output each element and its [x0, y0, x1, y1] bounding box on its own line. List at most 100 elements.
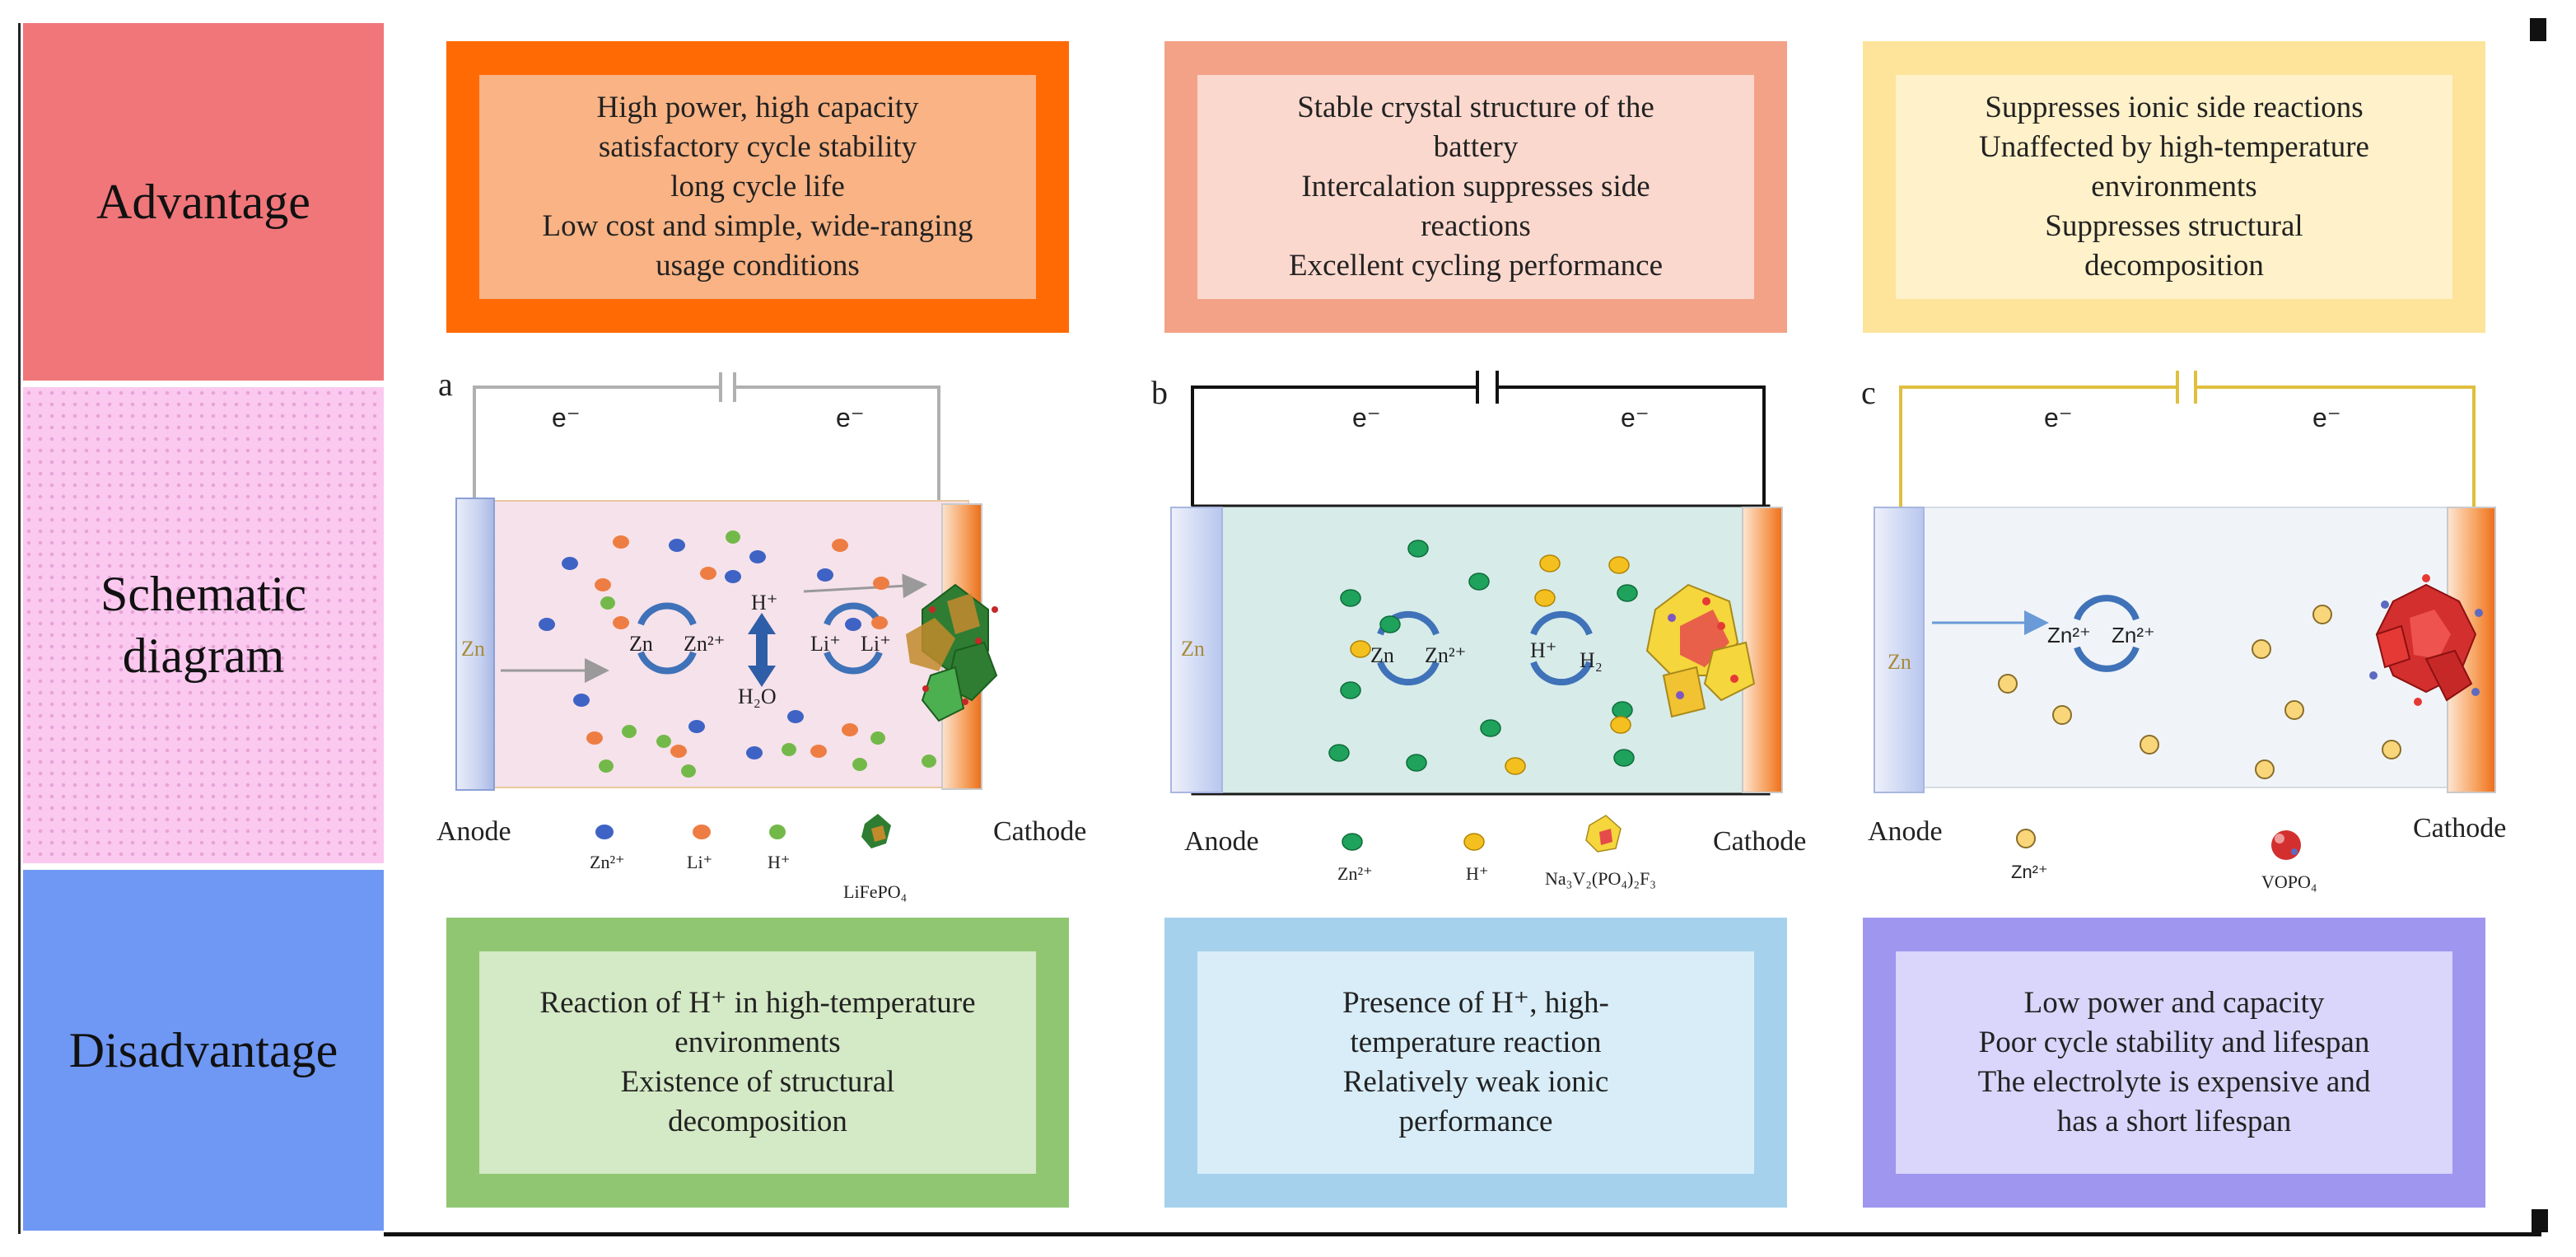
panel-a-electron-right: e⁻ — [836, 403, 865, 432]
panel-a-cycle-icon — [824, 602, 883, 675]
advantage-a-line: usage conditions — [656, 249, 860, 283]
schematic-label: Schematic diagram — [23, 387, 384, 863]
panel-a-legend-crystal-icon — [861, 814, 891, 848]
panel-b-reaction1-left: Zn — [1370, 643, 1394, 667]
panel-a-anode — [455, 498, 495, 791]
advantage-a-line: long cycle life — [670, 169, 845, 203]
disadvantage-b-line: Presence of H⁺, high- — [1342, 985, 1609, 1020]
advantage-box-c: Suppresses ionic side reactions Unaffect… — [1863, 41, 2485, 333]
panel-a-cathode-label: Cathode — [993, 816, 1086, 847]
corner-mark-top — [2530, 18, 2546, 41]
panel-c-anode-material: Zn — [1888, 650, 1911, 674]
panel-c-anode — [1874, 507, 1925, 793]
panel-c-legend-vopo4: VOPO₄ — [2261, 871, 2317, 892]
advantage-text-a: High power, high capacity satisfactory c… — [479, 75, 1036, 299]
panel-a-letter: a — [438, 366, 453, 403]
advantage-b-line: Excellent cycling performance — [1288, 249, 1664, 283]
left-frame-line — [18, 23, 21, 1234]
disadvantage-box-c: Low power and capacity Poor cycle stabil… — [1863, 918, 2485, 1208]
advantage-a-line: satisfactory cycle stability — [598, 129, 917, 164]
schematic-panel-a: a e⁻ e⁻ Zn Zn Zn²⁺ H⁺ H₂O Li⁺ Li⁺ — [436, 366, 1086, 902]
panel-b-anode — [1170, 507, 1223, 793]
disadvantage-a-line: Existence of structural — [620, 1065, 895, 1099]
panel-b-legend-zn-marker — [1342, 833, 1363, 851]
advantage-c-line: Suppresses structural — [2045, 209, 2303, 244]
panel-a-cycle-icon — [637, 602, 697, 675]
panel-c-legend-zn: Zn²⁺ — [2011, 862, 2048, 882]
disadvantage-a-line: Reaction of H⁺ in high-temperature — [539, 985, 976, 1020]
disadvantage-label: Disadvantage — [68, 1022, 338, 1077]
panel-c-reaction-right: Zn²⁺ — [2112, 623, 2155, 647]
advantage-b-line: Intercalation suppresses side — [1301, 169, 1650, 203]
panel-b-cathode — [1742, 507, 1783, 793]
advantage-c-line: environments — [2091, 169, 2257, 203]
disadvantage-text-a: Reaction of H⁺ in high-temperature envir… — [479, 951, 1036, 1174]
schematic-label-line1: Schematic — [100, 567, 306, 621]
panel-c-wire — [1899, 386, 2476, 507]
panel-c-reaction-left: Zn²⁺ — [2047, 623, 2091, 647]
disadvantage-c-line: Poor cycle stability and lifespan — [1978, 1025, 2370, 1059]
panel-b-electron-right: e⁻ — [1621, 403, 1650, 432]
panel-b-legend-h: H⁺ — [1466, 863, 1489, 884]
advantage-box-a: High power, high capacity satisfactory c… — [446, 41, 1069, 333]
advantage-text-c: Suppresses ionic side reactions Unaffect… — [1896, 75, 2452, 299]
panel-b-legend-h-marker — [1463, 833, 1485, 851]
panel-b-reaction2-left: H⁺ — [1530, 638, 1557, 662]
panel-c-electron-left: e⁻ — [2044, 403, 2073, 432]
panel-a-electron-left: e⁻ — [552, 403, 581, 432]
disadvantage-box-b: Presence of H⁺, high- temperature reacti… — [1164, 918, 1787, 1208]
schematic-panel-c: c e⁻ e⁻ Zn Zn²⁺ Zn²⁺ Anode Cathode Zn²⁺ … — [1861, 371, 2506, 892]
panel-a-reaction2-left: Li⁺ — [810, 632, 841, 656]
advantage-b-line: battery — [1433, 129, 1519, 164]
panel-c-zn-ions — [1998, 605, 2401, 779]
panel-b-cathode-label: Cathode — [1713, 826, 1806, 857]
advantage-text-b: Stable crystal structure of the battery … — [1197, 75, 1754, 299]
advantage-box-b: Stable crystal structure of the battery … — [1164, 41, 1787, 333]
panel-b-legend-zn: Zn²⁺ — [1337, 863, 1373, 884]
disadvantage-a-line: environments — [674, 1025, 841, 1059]
disadvantage-c-line: Low power and capacity — [2023, 985, 2325, 1020]
panel-b-letter: b — [1151, 374, 1168, 411]
advantage-band — [23, 23, 384, 381]
advantage-a-line: High power, high capacity — [596, 90, 919, 124]
panel-a-reaction1-right: Zn²⁺ — [684, 632, 725, 656]
advantage-b-line: Stable crystal structure of the — [1297, 90, 1654, 124]
panel-a-legend-li: Li⁺ — [687, 852, 712, 872]
panel-b-electron-left: e⁻ — [1352, 403, 1381, 432]
panel-b-cycle-icon — [1530, 610, 1593, 686]
advantage-c-line: Suppresses ionic side reactions — [1985, 90, 2364, 124]
panel-b-legend-crystal-icon — [1585, 815, 1622, 853]
disadvantage-text-b: Presence of H⁺, high- temperature reacti… — [1197, 951, 1754, 1174]
panel-b-anode-label: Anode — [1184, 826, 1259, 857]
panel-b-reaction1-right: Zn²⁺ — [1425, 643, 1466, 667]
panel-c-cycle-icon — [2074, 595, 2140, 672]
panel-a-legend-h: H⁺ — [768, 852, 791, 872]
panel-a-double-arrow — [748, 613, 776, 687]
corner-mark-bottom — [2532, 1209, 2548, 1232]
panel-b-legend-nvpf: Na₃V₂(PO₄)₂F₃ — [1545, 868, 1656, 889]
panel-a-electrolyte — [474, 500, 969, 788]
advantage-a-line: Low cost and simple, wide-ranging — [542, 209, 973, 244]
schematic-band — [23, 387, 384, 863]
disadvantage-b-line: performance — [1398, 1105, 1553, 1139]
panel-b-h-ions — [1350, 554, 1631, 775]
panel-a-wire — [473, 386, 940, 501]
advantage-c-line: Unaffected by high-temperature — [1979, 129, 2369, 164]
panel-a-legend-li-marker — [693, 825, 711, 839]
disadvantage-band — [23, 870, 384, 1231]
disadvantage-a-line: decomposition — [668, 1105, 847, 1139]
panel-a-legend-h-marker — [769, 825, 786, 839]
advantage-label: Advantage — [96, 174, 310, 229]
panel-a-anode-material: Zn — [461, 637, 485, 661]
panel-a-anode-label: Anode — [436, 816, 511, 847]
panel-c-electron-right: e⁻ — [2312, 403, 2341, 432]
advantage-b-line: reactions — [1421, 209, 1531, 244]
panel-b-reaction2-right: H₂ — [1580, 648, 1603, 672]
disadvantage-b-line: temperature reaction — [1350, 1025, 1602, 1059]
panel-a-reaction2-right: Li⁺ — [861, 632, 891, 656]
disadvantage-b-line: Relatively weak ionic — [1342, 1065, 1609, 1099]
panel-a-reaction-mid-bottom: H₂O — [738, 685, 777, 708]
bottom-frame-line — [384, 1232, 2541, 1236]
panel-c-letter: c — [1861, 374, 1876, 411]
panel-a-reaction-mid-top: H⁺ — [751, 591, 778, 614]
